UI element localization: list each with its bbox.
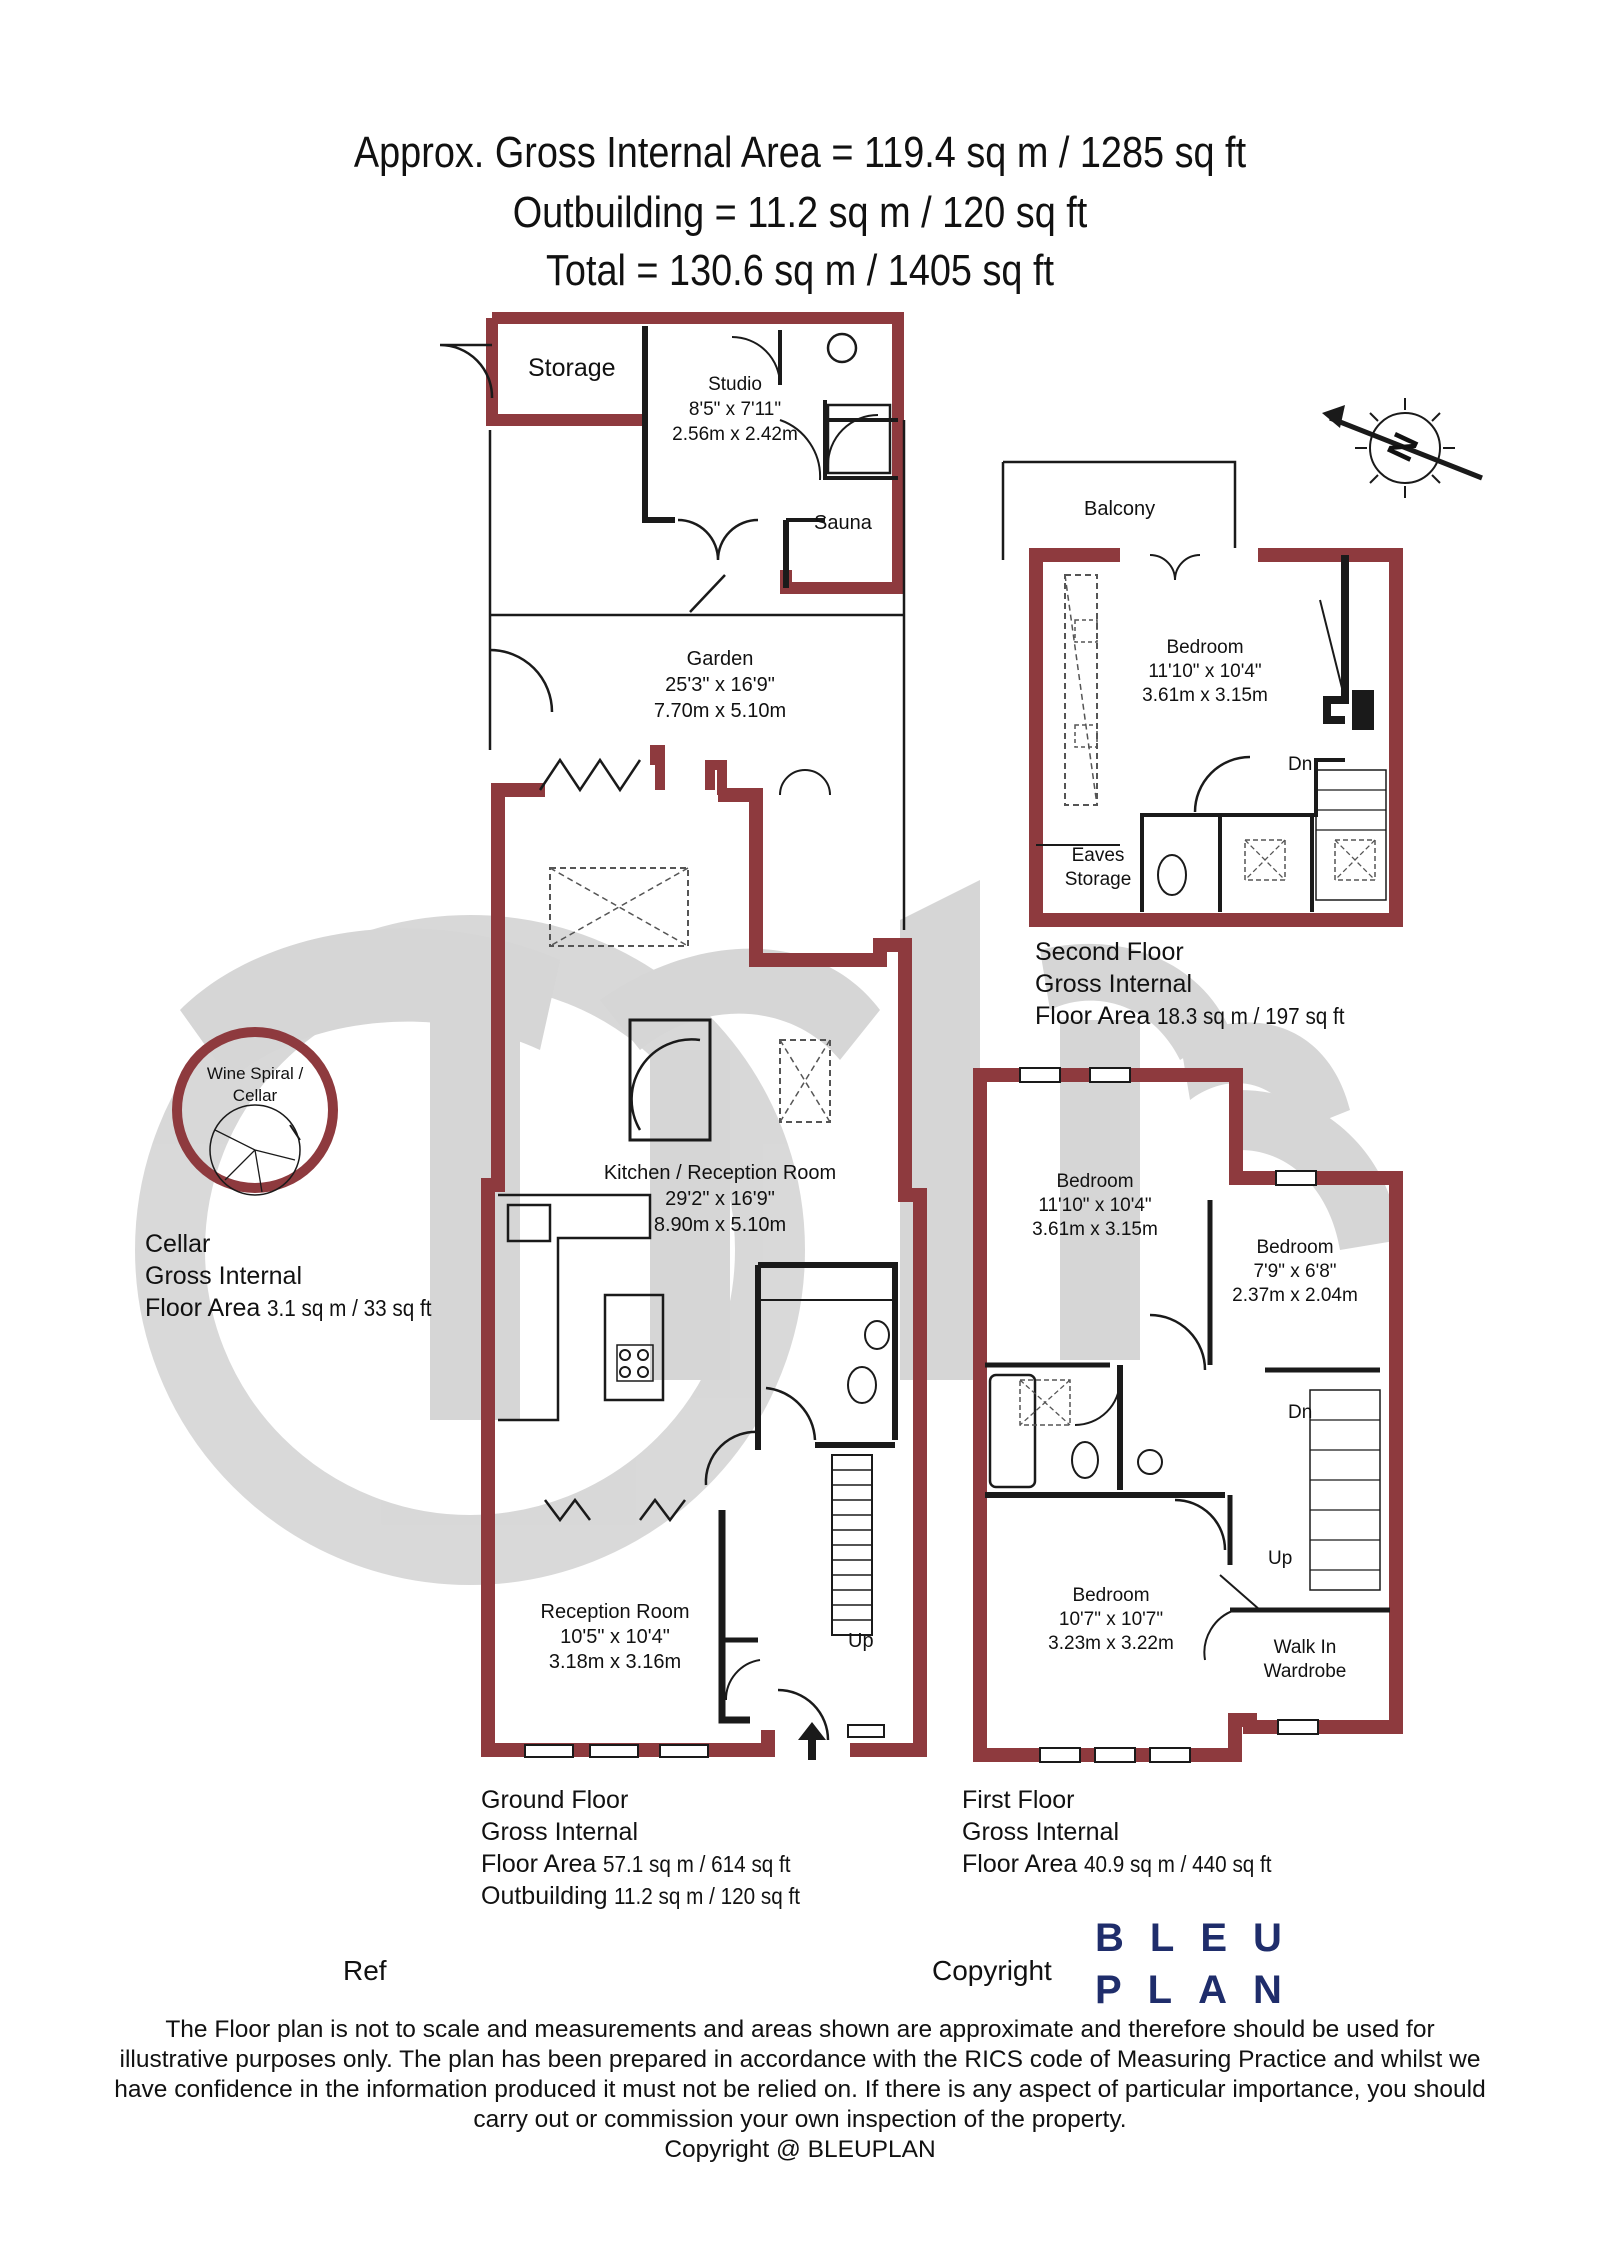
room-bedroom-second-metric: 3.61m x 3.15m [1142,685,1268,706]
caption-second-l3a: Floor Area [1035,1002,1151,1030]
caption-second-floor: Second Floor Gross Internal Floor Area 1… [1035,936,1366,1032]
room-bedroom-first-c: Bedroom 10'7" x 10'7" 3.23m x 3.22m [1016,1584,1206,1656]
ref-label: Ref [343,1955,387,1986]
eaves-storage-label: Eaves Storage [1058,844,1138,892]
caption-cellar-l3a: Floor Area [145,1294,261,1322]
caption-cellar-l1: Cellar [145,1230,211,1258]
caption-ground-l3a: Floor Area [481,1850,597,1878]
wine-cellar-label: Wine Spiral / Cellar [190,1063,320,1107]
wine-cellar-line1: Wine Spiral / [206,1064,304,1083]
eaves-line1: Eaves [1071,845,1125,866]
caption-ground-l3b: 57.1 sq m / 614 sq ft [603,1851,791,1877]
bleuplan-logo: BLEU PLAN [1095,1912,1308,2016]
disclaimer-line1: The Floor plan is not to scale and measu… [165,2016,1435,2043]
disclaimer-line3: have confidence in the information produ… [114,2076,1486,2103]
room-storage-label: Storage [528,354,616,382]
wine-cellar-line2: Cellar [232,1086,278,1105]
room-kitchen: Kitchen / Reception Room 29'2" x 16'9" 8… [580,1160,860,1238]
room-bedroom-first-a-name: Bedroom [1056,1171,1134,1192]
walkin-line2: Wardrobe [1263,1661,1347,1682]
room-bedroom-first-a-imperial: 11'10" x 10'4" [1038,1195,1152,1216]
disclaimer: The Floor plan is not to scale and measu… [40,2015,1560,2165]
room-bedroom-first-b-imperial: 7'9" x 6'8" [1253,1261,1337,1282]
header-gross-area: Approx. Gross Internal Area = 119.4 sq m… [353,128,1247,177]
garden [488,420,906,930]
caption-first-l3b: 40.9 sq m / 440 sq ft [1084,1851,1272,1877]
eaves-line2: Storage [1064,869,1132,890]
second-stairs-dn-label: Dn [1288,754,1313,775]
room-bedroom-second-imperial: 11'10" x 10'4" [1148,661,1262,682]
compass-icon [1322,398,1483,498]
caption-cellar: Cellar Gross Internal Floor Area 3.1 sq … [145,1228,450,1324]
caption-ground-floor: Ground Floor Gross Internal Floor Area 5… [481,1784,821,1912]
caption-second-l2: Gross Internal [1035,970,1193,998]
room-garden: Garden 25'3" x 16'9" 7.70m x 5.10m [620,646,820,724]
room-reception-metric: 3.18m x 3.16m [548,1651,682,1673]
caption-ground-l2: Gross Internal [481,1818,639,1846]
room-reception-imperial: 10'5" x 10'4" [560,1626,670,1648]
room-kitchen-metric: 8.90m x 5.10m [653,1214,787,1236]
room-bedroom-first-b: Bedroom 7'9" x 6'8" 2.37m x 2.04m [1220,1236,1370,1308]
room-kitchen-name: Kitchen / Reception Room [603,1162,837,1184]
caption-cellar-l3b: 3.1 sq m / 33 sq ft [267,1295,432,1321]
ground-floor-walls [481,745,927,1760]
walkin-line1: Walk In [1273,1637,1337,1658]
room-reception-name: Reception Room [540,1601,690,1623]
room-bedroom-first-a-metric: 3.61m x 3.15m [1032,1219,1158,1240]
room-studio-name: Studio [708,374,762,395]
room-bedroom-first-c-imperial: 10'7" x 10'7" [1058,1609,1164,1630]
caption-second-l3b: 18.3 sq m / 197 sq ft [1157,1003,1345,1029]
disclaimer-line2: illustrative purposes only. The plan has… [119,2046,1481,2073]
cellar-spiral [172,1027,338,1196]
room-bedroom-second-name: Bedroom [1166,637,1244,658]
caption-first-l3a: Floor Area [962,1850,1078,1878]
room-bedroom-first-b-name: Bedroom [1256,1237,1334,1258]
header-total-area: Total = 130.6 sq m / 1405 sq ft [545,246,1054,295]
disclaimer-line4: carry out or commission your own inspect… [473,2106,1127,2133]
room-garden-imperial: 25'3" x 16'9" [665,674,775,696]
room-studio-imperial: 8'5" x 7'11" [688,399,782,420]
first-stairs-dn-label: Dn [1288,1402,1313,1423]
room-kitchen-imperial: 29'2" x 16'9" [665,1188,775,1210]
balcony-label: Balcony [1084,498,1156,520]
caption-first-floor: First Floor Gross Internal Floor Area 40… [962,1784,1293,1880]
brand-line1: BLEU [1095,1916,1308,1960]
copyright-label: Copyright [932,1955,1052,1986]
room-studio-metric: 2.56m x 2.42m [672,424,798,445]
outbuilding [439,312,904,594]
copyright-line: Copyright @ BLEUPLAN [664,2136,936,2163]
caption-second-l1: Second Floor [1035,938,1184,966]
header-outbuilding-area: Outbuilding = 11.2 sq m / 120 sq ft [512,188,1088,237]
caption-cellar-l2: Gross Internal [145,1262,303,1290]
caption-ground-l4a: Outbuilding [481,1882,608,1910]
second-floor-walls [1001,460,1403,927]
caption-ground-l1: Ground Floor [481,1786,629,1814]
room-garden-metric: 7.70m x 5.10m [653,700,787,722]
first-floor-walls [973,1067,1403,1763]
room-sauna-label: Sauna [814,512,872,534]
ground-stairs-up-label: Up [848,1630,874,1652]
room-bedroom-first-a: Bedroom 11'10" x 10'4" 3.61m x 3.15m [1000,1170,1190,1242]
walk-in-wardrobe-label: Walk In Wardrobe [1245,1636,1365,1684]
room-bedroom-first-c-name: Bedroom [1072,1585,1150,1606]
first-stairs-up-label: Up [1268,1548,1293,1569]
brand-line2: PLAN [1095,1968,1308,2012]
caption-first-l1: First Floor [962,1786,1075,1814]
room-studio: Studio 8'5" x 7'11" 2.56m x 2.42m [660,372,810,447]
caption-first-l2: Gross Internal [962,1818,1120,1846]
room-bedroom-second: Bedroom 11'10" x 10'4" 3.61m x 3.15m [1110,636,1300,708]
room-garden-name: Garden [686,648,754,670]
room-bedroom-first-b-metric: 2.37m x 2.04m [1232,1285,1358,1306]
room-reception: Reception Room 10'5" x 10'4" 3.18m x 3.1… [520,1600,710,1675]
room-bedroom-first-c-metric: 3.23m x 3.22m [1048,1633,1174,1654]
caption-ground-l4b: 11.2 sq m / 120 sq ft [614,1883,801,1909]
